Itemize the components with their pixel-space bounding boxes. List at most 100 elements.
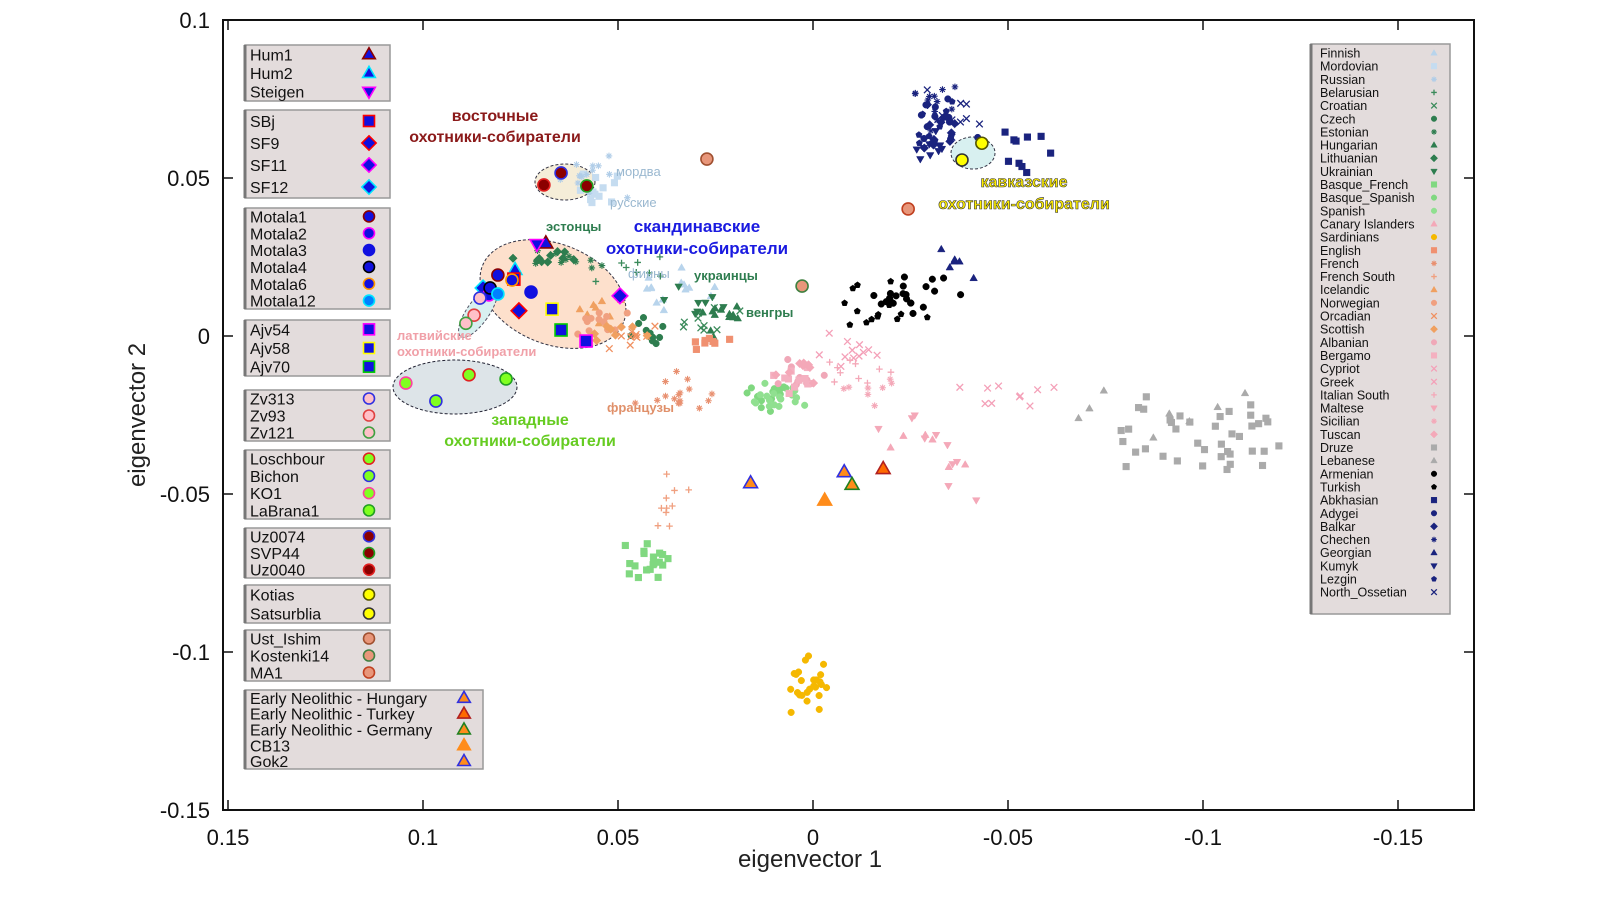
point-motala12 [491,287,505,301]
point-lithuanian [537,257,547,267]
point-druze [1217,440,1225,448]
legend-label: Motala3 [250,243,307,260]
ancient-legend: Hum1Hum2SteigenSBjSF9SF11SF12Motala1Mota… [243,44,484,771]
legend-label: Early Neolithic - Hungary [250,691,427,708]
point-abkhasian [1037,132,1045,140]
legend-label: Bichon [250,469,299,486]
x-tick-label: 0 [807,825,819,850]
point-finnish [677,263,686,271]
point-sicilian [864,384,872,392]
point-estonian [598,262,606,269]
legend-marker-icon [1430,588,1438,596]
point-albanian [784,355,792,364]
legend-label: SBj [250,114,275,131]
point-tuscan [805,362,815,373]
legend-marker-icon [1431,129,1437,135]
legend-marker-icon [361,64,377,79]
point-norwegian [585,327,593,335]
point-sicilian [879,384,886,392]
point-turkish [887,277,895,285]
point-turkish [863,318,870,326]
point-georgian [955,257,964,265]
legend-label: Spanish [1320,204,1365,218]
point-french [705,397,712,405]
legend-marker-icon [362,426,376,439]
point-belarusian [592,278,600,285]
point-druze [1248,422,1256,430]
point-armenian [940,274,948,282]
point-chechen [926,93,933,100]
point-lithuanian [552,246,563,257]
point-french-south [685,486,693,494]
point-belarusian [656,253,664,261]
point-druze [1226,450,1234,458]
point-druze [1117,426,1125,435]
point-maltese [874,425,883,434]
point-bergamo [785,389,793,397]
point-kotias [975,136,989,151]
point-druze [1194,439,1202,447]
point-greek [815,351,824,359]
point-scottish [642,331,652,341]
point-russian [605,152,613,160]
legend-label: Lithuanian [1320,152,1378,166]
legend-label: Steigen [250,85,304,102]
legend-marker-icon [362,277,376,291]
point-french-south [663,470,670,478]
point-ma1 [901,202,915,216]
annotation-west-1: западные [491,412,569,429]
x-tick-label: 0.15 [207,825,250,850]
annotation-east-1: восточные [452,108,539,125]
legend-label: SF11 [250,158,287,175]
legend-label: Basque_French [1320,178,1408,192]
point-druze [1247,401,1255,409]
point-armenian [957,291,965,299]
x-tick-label: -0.1 [1184,825,1222,850]
legend-marker-icon [1430,497,1438,504]
legend-marker-icon [1430,470,1438,477]
point-basque-spanish [747,384,755,392]
point-armenian [899,282,907,290]
point-hungarian [710,310,719,318]
x-tick-label: 0.05 [597,825,640,850]
point-ko1 [399,376,413,390]
legend-marker-icon [362,341,376,355]
point-sardinians [822,684,831,692]
point-kumyk [925,152,935,160]
point-ukrainian [694,299,703,308]
point-czech [648,337,656,345]
point-maltese [920,435,929,443]
legend-label: Ajv70 [250,360,290,377]
point-french [673,368,680,375]
legend-marker-icon [1431,536,1437,543]
point-abkhasian [1001,128,1009,136]
point-basque-french [664,555,672,563]
legend-label: Sicilian [1320,415,1360,429]
point-belarusian [646,269,653,277]
point-armenian [902,291,910,299]
legend-marker-icon [362,392,376,405]
legend-marker-icon [1431,76,1437,83]
legend-marker-icon [362,114,376,128]
point-cypriot [1033,385,1042,394]
point-basque-spanish [780,383,788,391]
point-orcadian [605,344,614,353]
legend-label: Lezgin [1320,573,1357,587]
legend-label: Chechen [1320,533,1370,547]
point-french-south [654,522,662,529]
legend-marker-icon [362,649,376,662]
legend-marker-icon [362,607,376,620]
point-greek [864,346,873,354]
point-canary-islanders [899,431,908,439]
point-italian-south [837,369,844,377]
point-basque-french [654,573,662,581]
legend-label: Lebanese [1320,454,1375,468]
point-basque-spanish [757,404,765,412]
point-belarusian [657,272,664,280]
legend-marker-icon [362,588,376,601]
point-lezgin [948,97,956,105]
point-italian-south [887,368,895,376]
point-french [653,396,661,404]
point-druze [1275,442,1283,450]
point-mordovian [608,198,616,206]
